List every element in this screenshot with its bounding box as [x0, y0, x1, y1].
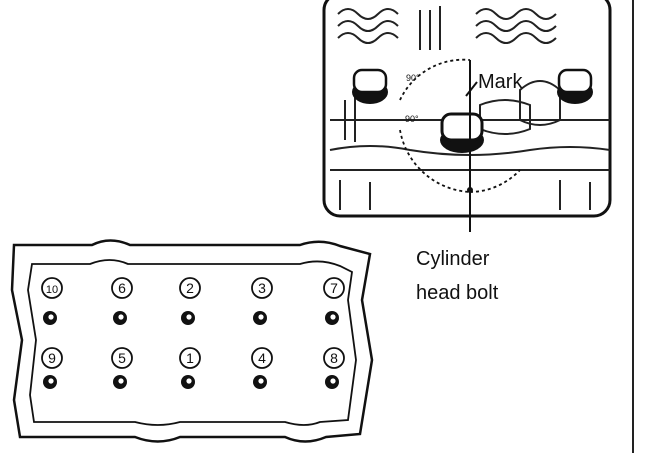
angle-label-upper: 90° [406, 73, 420, 83]
plate-inner-outline [27, 259, 357, 426]
sequence-circle [251, 347, 273, 369]
inset-bolts [352, 68, 593, 153]
plate-outer-outline [10, 239, 374, 443]
sequence-circle [323, 277, 345, 299]
sequence-circle [41, 347, 63, 369]
sequence-circle [179, 277, 201, 299]
sequence-circle [179, 347, 201, 369]
angle-label-lower: 90° [405, 114, 419, 124]
page-border-rule [632, 0, 634, 453]
sequence-number: 1 [186, 350, 194, 366]
bolt-highlight [118, 314, 124, 320]
bolt-2: 2 [179, 277, 201, 325]
sequence-number: 9 [48, 350, 56, 366]
callout-line-2: head bolt [416, 282, 499, 304]
bolt-9: 9 [41, 347, 63, 389]
bolt-highlight [118, 378, 124, 384]
bolt-highlight [186, 314, 192, 320]
angle-arc [399, 58, 521, 193]
sequence-number: 6 [118, 280, 126, 296]
sequence-number: 5 [118, 350, 126, 366]
bolt-highlight [258, 378, 264, 384]
sequence-number: 2 [186, 280, 194, 296]
sequence-number: 4 [258, 350, 266, 366]
bolt-highlight [48, 314, 54, 320]
callout-line-1: Cylinder [416, 248, 490, 270]
bolt-8: 8 [323, 347, 345, 389]
bolt-7: 7 [323, 277, 345, 325]
mark-dot [467, 187, 473, 193]
bolt-6: 6 [111, 277, 133, 325]
bolt-4: 4 [251, 347, 273, 389]
bolt-highlight [330, 314, 336, 320]
cylinder-head-plate [10, 239, 374, 443]
sequence-circle [111, 277, 133, 299]
sequence-number: 3 [258, 280, 266, 296]
inset-detail: Mark 90° 90° [322, 0, 612, 232]
bolt-3: 3 [251, 277, 273, 325]
bolt-1: 1 [179, 347, 201, 389]
sequence-circle [41, 277, 63, 299]
inset-frame [322, 0, 612, 218]
bolt-highlight [186, 378, 192, 384]
sequence-number: 7 [330, 280, 338, 296]
sequence-number: 8 [330, 350, 338, 366]
bolt-10: 10 [41, 277, 63, 325]
mark-label: Mark [478, 71, 523, 93]
bolt-5: 5 [111, 347, 133, 389]
sequence-circle [323, 347, 345, 369]
sequence-circle [251, 277, 273, 299]
bolt-highlight [330, 378, 336, 384]
bolt-highlight [48, 378, 54, 384]
sequence-circle [111, 347, 133, 369]
sequence-number: 10 [46, 284, 58, 296]
bolt-sequence-layer: 10 6 2 3 7 9 5 1 4 8 [41, 277, 345, 389]
bolt-highlight [258, 314, 264, 320]
mark-pointer [465, 81, 478, 97]
